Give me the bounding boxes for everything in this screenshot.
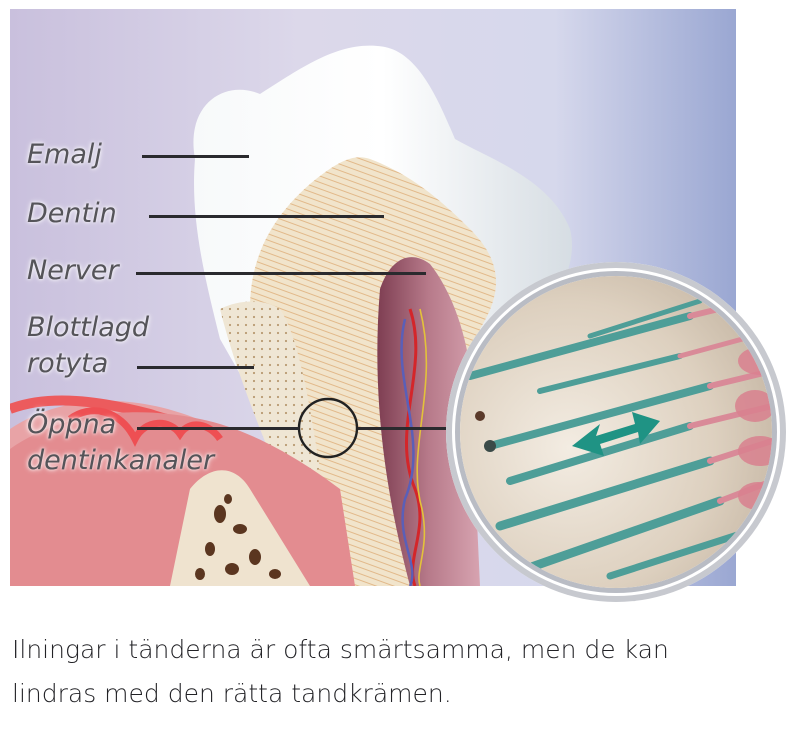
tubules-graphic bbox=[466, 293, 772, 580]
caption: Ilningar i tänderna är ofta smärtsamma, … bbox=[12, 628, 792, 716]
caption-line-2: lindras med den rätta tandkrämen. bbox=[12, 679, 452, 708]
label-rotyta: rotyta bbox=[27, 348, 109, 379]
label-nerver: Nerver bbox=[27, 255, 119, 286]
leader-line-dentin bbox=[149, 215, 384, 218]
label-oppna: Öppna bbox=[27, 409, 117, 440]
label-emalj: Emalj bbox=[27, 139, 102, 170]
label-blottlagd: Blottlagd bbox=[27, 312, 150, 343]
double-arrow-icon bbox=[572, 412, 660, 456]
caption-line-1: Ilningar i tänderna är ofta smärtsamma, … bbox=[12, 635, 669, 664]
magnified-tubules-inset bbox=[446, 262, 786, 602]
magnified-tubules-view bbox=[460, 276, 772, 588]
label-dentinkanaler: dentinkanaler bbox=[27, 445, 215, 476]
leader-line-dentinkanaler-left bbox=[137, 427, 299, 430]
leader-line-dentinkanaler-right bbox=[358, 427, 523, 430]
leader-line-rotyta bbox=[137, 366, 254, 369]
leader-line-emalj bbox=[142, 155, 249, 158]
magnify-target-ring-icon bbox=[297, 397, 359, 459]
leader-line-nerver bbox=[136, 272, 426, 275]
label-dentin: Dentin bbox=[27, 198, 117, 229]
